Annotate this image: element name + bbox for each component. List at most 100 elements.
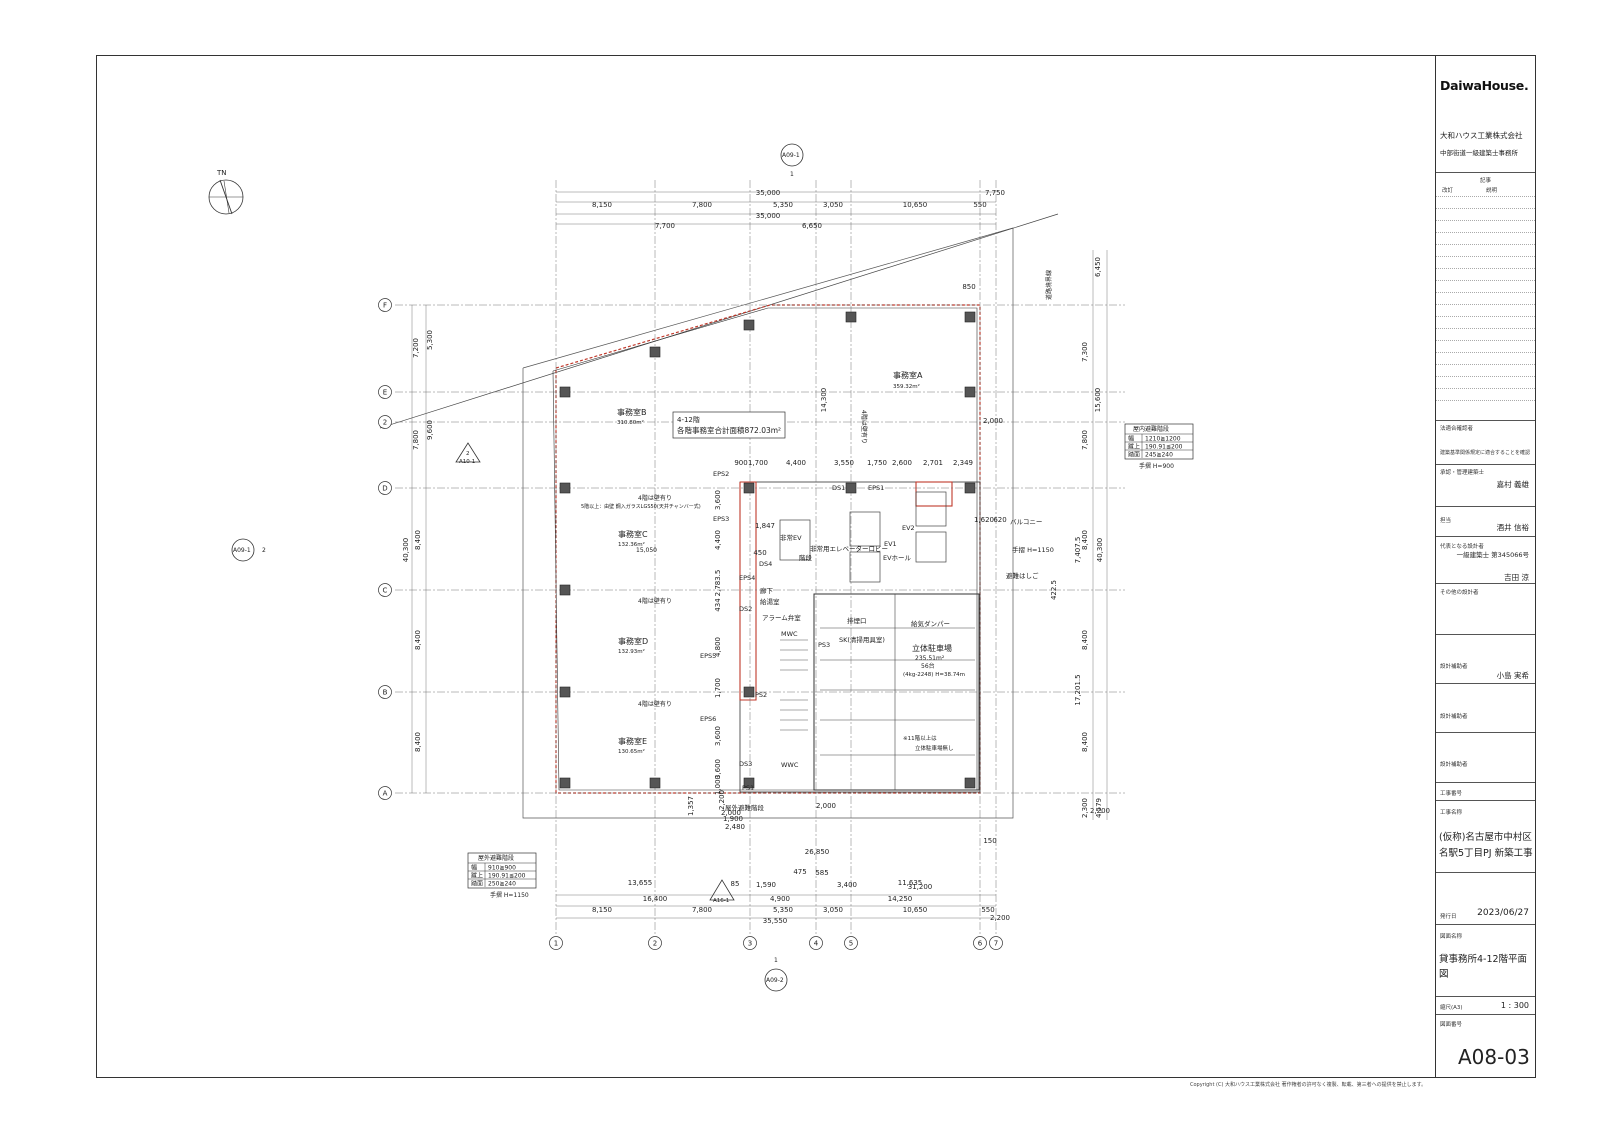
- legend-row-value: 245≧240: [1145, 452, 1173, 459]
- grid-row-label: B: [383, 689, 388, 697]
- rep-caption: 代表となる設計者: [1440, 544, 1484, 550]
- core-label: EPS4: [739, 574, 755, 582]
- core-dim: 3,600: [714, 490, 722, 510]
- right-dim-total: 40,300: [1096, 538, 1104, 563]
- core-label: 階段: [799, 553, 813, 562]
- bottom-dim: 550: [981, 906, 994, 914]
- revision-row: [1436, 400, 1535, 401]
- bottom-dim-total: 35,550: [763, 917, 788, 925]
- grid-row-bubble: [378, 786, 392, 800]
- bottom-dim-row2: 4,900: [770, 895, 790, 903]
- section-mark-top-label: A09-1: [782, 152, 800, 159]
- top-dim-total2: 35,000: [756, 212, 781, 220]
- parking-note2: 立体駐車場無し: [915, 744, 954, 752]
- top-dim-row3: 6,650: [802, 222, 822, 230]
- grid-col-label: 6: [978, 940, 983, 948]
- core-dim: 2,701: [923, 459, 943, 467]
- core-label: EVホール: [883, 554, 912, 562]
- office-b-area: 310.80m²: [617, 419, 644, 426]
- core-dim: 2,000: [721, 809, 741, 817]
- section-mark-top[interactable]: A09-1 1: [780, 143, 804, 178]
- core-label: EV1: [884, 540, 897, 548]
- core-dim: 1,700: [748, 459, 768, 467]
- number-caption: 図面番号: [1440, 1022, 1463, 1028]
- road-boundary-line: [379, 213, 1059, 429]
- law-value: 建築基準関係規定に適合することを確認: [1440, 450, 1531, 456]
- section-mark-left-label: A09-1: [233, 547, 251, 554]
- grid-col-label: 3: [748, 940, 752, 948]
- project-line2: 名駅5丁目PJ 新築工事: [1439, 848, 1533, 859]
- bottom-dim: 5,350: [773, 906, 793, 914]
- revision-col2: 説明: [1486, 188, 1498, 194]
- elevator-shafts: [779, 491, 947, 583]
- revision-row: [1436, 232, 1535, 233]
- top-dim-row3: 7,700: [655, 222, 675, 230]
- core-label: 屋外避難階段: [725, 803, 765, 812]
- core-dim: 620: [993, 516, 1006, 524]
- parking-spec: (4kg-2248) H=38.74m: [903, 672, 965, 678]
- grid-row-bubble: [378, 385, 392, 399]
- grid-row-label: 2: [383, 419, 387, 427]
- grid-col-label: 1: [554, 940, 558, 948]
- section-mark-left[interactable]: A09-1 2: [231, 538, 266, 562]
- office-b-name: 事務室B: [617, 407, 647, 417]
- north-arrow-icon: TN: [208, 169, 244, 215]
- right-dim: 7,300: [1081, 342, 1089, 362]
- bottom-dim-misc: 2,200: [1090, 807, 1110, 815]
- core-label: バルコニー: [1010, 518, 1042, 526]
- structural-column: [743, 319, 755, 331]
- parking-note: ※11階以上は: [903, 734, 937, 742]
- core-dim: 1,750: [867, 459, 887, 467]
- section-mark-bottom-label: A09-2: [766, 977, 784, 984]
- office-a-area: 359.32m²: [893, 383, 920, 390]
- office-name: 中部街道一級建築士事務所: [1440, 149, 1518, 157]
- core-label: PS1: [742, 784, 754, 792]
- manager-caption: 担当: [1440, 518, 1452, 524]
- grid-col-label: 2: [653, 940, 657, 948]
- total-area-line1: 4-12階: [677, 415, 700, 424]
- architect-caption: 承認・管理建築士: [1440, 470, 1485, 476]
- right-dim-total: 17,201.5: [1074, 674, 1082, 705]
- legend-row-key: 幅: [471, 864, 477, 872]
- section-mark-bottom-num: 1: [774, 957, 778, 964]
- core-label: WWC: [781, 761, 799, 769]
- section-mark-a101[interactable]: A10-1 2: [455, 442, 481, 465]
- legend-row-key: 幅: [1128, 435, 1134, 443]
- core-dim: 4,800: [714, 637, 722, 657]
- revision-row: [1436, 364, 1535, 365]
- wall-note-3: 4階は壁有り: [638, 700, 672, 708]
- section-mark-bottom[interactable]: A09-2 1: [764, 957, 788, 992]
- core-dim: 2,000: [983, 417, 1003, 425]
- architect-value: 嘉村 義雄: [1496, 480, 1529, 489]
- building-wall: [552, 307, 978, 791]
- setback-note: 道路境界線: [1045, 270, 1053, 300]
- legend-row-value: 190.91≦200: [488, 873, 526, 880]
- date-value: 2023/06/27: [1477, 908, 1529, 918]
- scale-value: 1 : 300: [1500, 1001, 1529, 1010]
- grid-row-label: C: [383, 587, 388, 595]
- section-mark-top-num: 1: [790, 171, 794, 178]
- legend-row-key: 蹴上: [1128, 443, 1140, 451]
- top-dim: 3,050: [823, 201, 843, 209]
- law-caption: 法適合確認者: [1440, 426, 1474, 432]
- revision-row: [1436, 376, 1535, 377]
- structural-column: [964, 777, 976, 789]
- legend-row-value: 910≧900: [488, 865, 516, 872]
- rep-name: 吉田 涼: [1504, 573, 1529, 582]
- revision-row: [1436, 196, 1535, 197]
- legend-row-key: 踏面: [471, 880, 483, 888]
- revision-row: [1436, 220, 1535, 221]
- bottom-dim-misc: 2,480: [725, 823, 745, 831]
- parking-labels: 立体駐車場 235.51m² 56台 (4kg-2248) H=38.74m ※…: [903, 643, 965, 752]
- core-label: MWC: [781, 630, 798, 638]
- core-label: 非常EV: [780, 533, 802, 542]
- grid-row-label: F: [383, 302, 387, 310]
- core-label: 避難はしご: [1006, 571, 1039, 580]
- left-dim: 9,600: [426, 420, 434, 440]
- left-dim: 8,400: [414, 530, 422, 550]
- office-c-width: 15,050: [636, 547, 657, 554]
- work-no-caption: 工事番号: [1440, 791, 1463, 797]
- right-dim-total: 422.5: [1050, 580, 1058, 600]
- grid-col-bubble: [989, 936, 1003, 950]
